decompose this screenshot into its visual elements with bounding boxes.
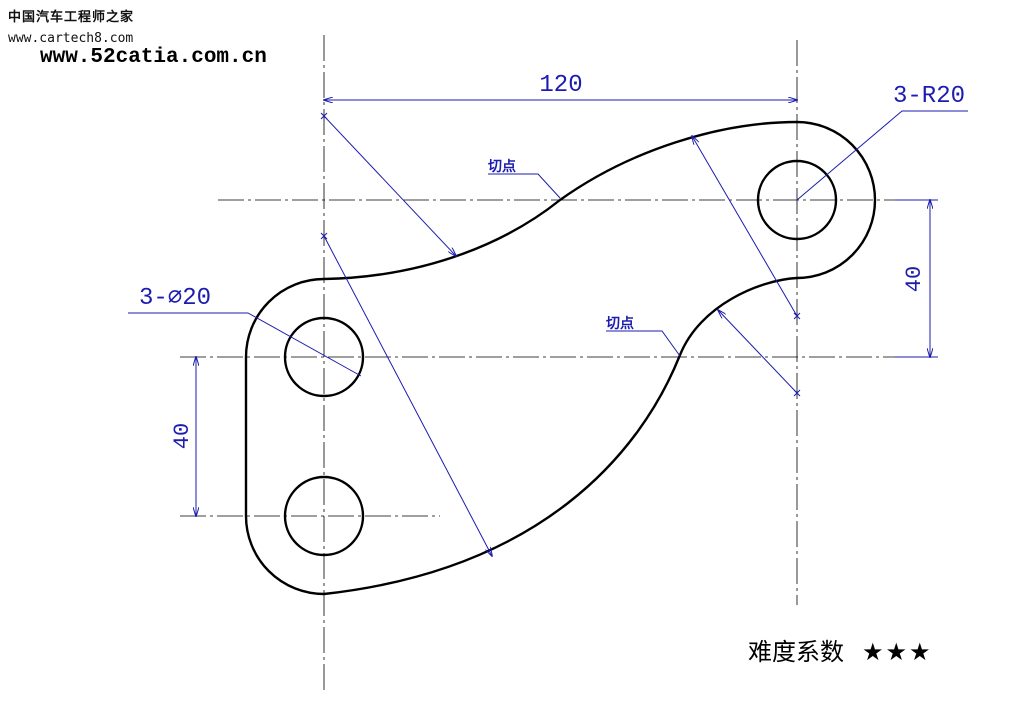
hole-top-right (756, 159, 838, 241)
watermark-url-52catia: www.52catia.com.cn (40, 46, 267, 69)
leader-r20 (796, 110, 968, 201)
leader-tangent-2 (606, 330, 681, 357)
outer-profile (244, 120, 877, 596)
hole-middle-left (283, 316, 365, 398)
hole-bottom-left (283, 475, 365, 557)
dim-radius-lower-left (323, 235, 492, 556)
difficulty-stars: ★★★ (862, 638, 933, 666)
part-outline (244, 120, 877, 596)
watermark-url-cartech: www.cartech8.com (8, 31, 134, 46)
center-lines (180, 35, 910, 690)
mark-2 (320, 232, 328, 240)
dim-40-left-text: 40 (170, 423, 195, 449)
difficulty-rating: 难度系数 ★★★ (748, 632, 933, 667)
radius-note-text: 3-R20 (893, 83, 965, 110)
mark-4 (793, 389, 801, 397)
watermark-site-name: 中国汽车工程师之家 (8, 10, 135, 25)
hole-note-text: 3-∅20 (139, 285, 211, 312)
tangent-point-1-text: 切点 (488, 158, 516, 176)
leader-tangent-1 (488, 173, 561, 199)
dim-radius-lower-right (718, 310, 798, 394)
dimensions (128, 100, 968, 556)
center-marks (320, 112, 801, 397)
mark-1 (320, 112, 328, 120)
difficulty-label: 难度系数 (748, 638, 844, 666)
dim-120-text: 120 (539, 72, 582, 99)
tangent-point-2-text: 切点 (606, 315, 634, 333)
mark-3 (793, 312, 801, 320)
dim-radius-upper-left (323, 115, 456, 256)
leader-hole (128, 312, 362, 377)
dim-40-right-text: 40 (902, 266, 927, 292)
dim-radius-upper-right (692, 136, 798, 317)
